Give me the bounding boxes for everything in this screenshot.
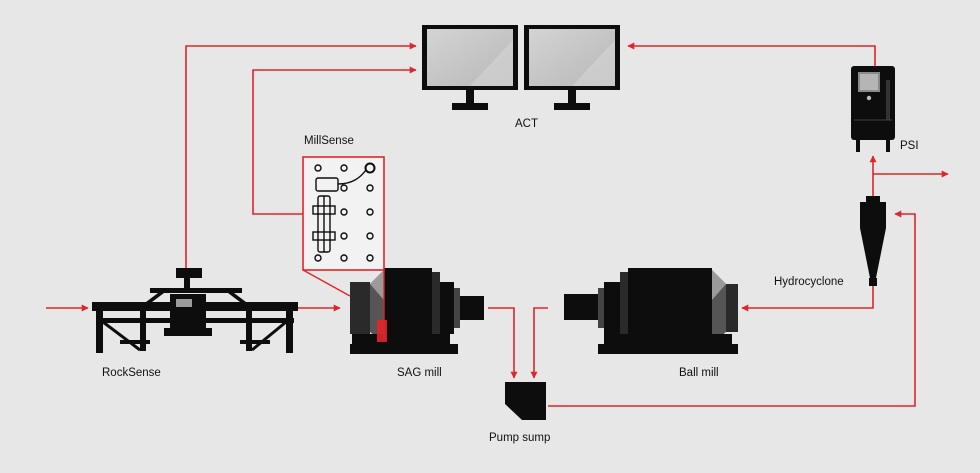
pump-sump: [505, 382, 546, 420]
psi-label: PSI: [900, 140, 919, 152]
flow-arrows: [46, 42, 949, 407]
act-monitor-left: [422, 25, 518, 110]
rocksense-station: [92, 268, 298, 353]
ball-mill-label: Ball mill: [679, 367, 719, 379]
act-monitor-right: [524, 25, 620, 110]
rocksense-to-act-arrow: [185, 42, 417, 268]
millsense-label: MillSense: [304, 135, 354, 147]
psi-analyzer: [851, 66, 895, 152]
sump-to-hydrocyclone-arrow: [548, 210, 916, 407]
rocksense-label: RockSense: [102, 367, 161, 379]
ball-to-sump-arrow: [530, 307, 548, 379]
millsense-to-act-arrow: [252, 66, 417, 215]
ball-mill: [564, 268, 738, 354]
hydrocyclone: [860, 196, 886, 286]
sag-mill: [350, 268, 484, 354]
sag-mill-label: SAG mill: [397, 367, 442, 379]
pump-sump-label: Pump sump: [489, 432, 551, 444]
millsense-sensor-board: [312, 162, 376, 262]
hydrocyclone-label: Hydrocyclone: [774, 276, 844, 288]
hydrocyclone-to-ball-arrow: [741, 286, 874, 312]
sag-to-sump-arrow: [488, 307, 518, 379]
act-label: ACT: [515, 118, 538, 130]
psi-to-act-arrow: [627, 42, 876, 66]
